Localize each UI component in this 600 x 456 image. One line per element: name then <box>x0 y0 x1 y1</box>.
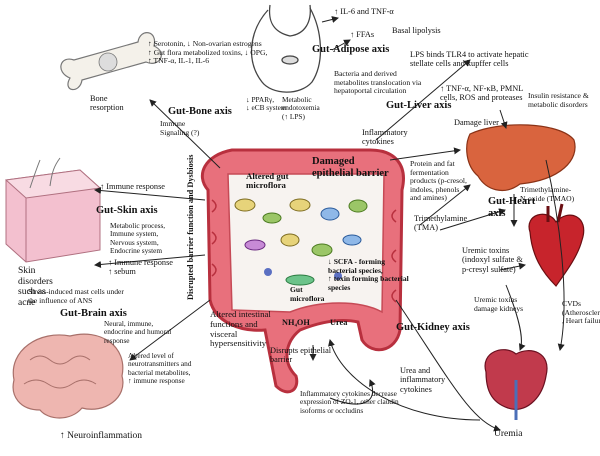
urea-label: Urea <box>330 318 348 327</box>
tma-label: Trimethylamine (TMA) <box>414 214 468 233</box>
altered-intestinal-functions-label: Altered intestinal functions and viscera… <box>210 309 271 349</box>
bacteria-translocation-label: Bacteria and derived metabolites translo… <box>334 69 422 96</box>
metabolic-endotoxemia-label: Metabolic endotoxemia (↑ LPS) <box>282 95 320 121</box>
neuroinflammation-label: ↑ Neuroinflammation <box>60 431 143 441</box>
gut-bone-axis-title: Gut-Bone axis <box>168 106 232 117</box>
altered-gut-microflora-label: Altered gut microflora <box>246 171 289 191</box>
serotonin-label: ↑ Serotonin, ↓ Non-ovarian estrogens ↑ G… <box>148 39 268 66</box>
gut-kidney-axis-title: Gut-Kidney axis <box>396 322 470 333</box>
gut-heart-axis-title: Gut-Heart axis <box>488 196 536 219</box>
ppar-label: ↓ PPARγ, ↓ eCB system <box>246 95 287 113</box>
axis-arrows <box>94 16 565 432</box>
damage-liver-label: Damage liver <box>454 118 499 127</box>
immune-sebum-label: ↑ Immune response ↑ sebum <box>108 258 173 277</box>
neural-pathways-label: Neural, immune, endocrine and humoral re… <box>104 319 172 345</box>
damaged-barrier-label: Damaged epithelial barrier <box>312 156 389 179</box>
lps-tlr4-label: LPS binds TLR4 to activate hepatic stell… <box>410 50 529 69</box>
inflammatory-cytokines-label: Inflammatory cytokines <box>362 128 408 147</box>
kidney-illustration <box>484 349 548 420</box>
tmao-label: Trimethylamine- N-oxide (TMAO) <box>520 185 575 203</box>
gut-liver-axis-title: Gut-Liver axis <box>386 100 452 111</box>
cytokines-decrease-label: Inflammatory cytokines decrease expressi… <box>300 389 399 415</box>
scfa-label: ↓ SCFA - forming bacterial species, ↑ to… <box>328 257 409 292</box>
ffas-label: ↑ FFAs <box>350 30 375 39</box>
skin-illustration <box>4 157 102 263</box>
il6-tnf-label: ↑ IL-6 and TNF-α <box>334 7 394 16</box>
immune-response-label: ↑ Immune response <box>100 182 165 191</box>
neurotransmitters-label: Altered level of neurotransmitters and b… <box>128 351 192 386</box>
nh4oh-label: NH₄OH <box>282 318 310 327</box>
bone-illustration <box>60 32 162 91</box>
cvds-label: CVDs (Atherosclerosis , Heart failure) <box>562 299 600 326</box>
disrupted-barrier-vertical-label: Disrupted barrier function and Dysbiosis <box>186 154 195 300</box>
gut-microflora-label: Gut microflora <box>290 285 325 303</box>
disrupts-barrier-label: Disrupts epithelial barrier <box>270 346 332 365</box>
torso-illustration <box>250 4 322 93</box>
skin-processes-label: Metabolic process, Immune system, Nervou… <box>110 221 166 256</box>
gut-skin-axis-title: Gut-Skin axis <box>96 205 158 216</box>
bone-resorption-label: Bone resorption <box>90 94 124 113</box>
basal-lipolysis-label: Basal lipolysis <box>392 26 441 35</box>
insulin-resistance-label: Insulin resistance & metabolic disorders <box>528 91 589 109</box>
uremic-toxins-label: Uremic toxins (indoxyl sulfate & p-cresy… <box>462 246 523 274</box>
gut-adipose-axis-title: Gut-Adipose axis <box>312 44 390 55</box>
mast-cells-label: Stress-induced mast cells under the infl… <box>28 287 124 305</box>
uremia-label: Uremia <box>494 429 523 439</box>
urea-cytokines-label: Urea and inflammatory cytokines <box>400 366 446 394</box>
fermentation-products-label: Protein and fat fermentation products (p… <box>410 159 467 203</box>
uremic-toxins-damage-label: Uremic toxins damage kidneys <box>474 295 524 313</box>
immune-signaling-label: Immune Signaling (?) <box>160 119 200 137</box>
gut-brain-axis-title: Gut-Brain axis <box>60 308 127 319</box>
liver-illustration <box>466 124 576 192</box>
skin-disorders-label: Skin disorders such as acne <box>18 266 53 308</box>
microbes-illustration <box>234 198 368 286</box>
tnf-nfkb-label: ↑ TNF-α, NF-κB, PMNL cells, ROS and prot… <box>440 84 524 103</box>
heart-illustration <box>528 203 585 287</box>
brain-illustration <box>12 333 124 419</box>
